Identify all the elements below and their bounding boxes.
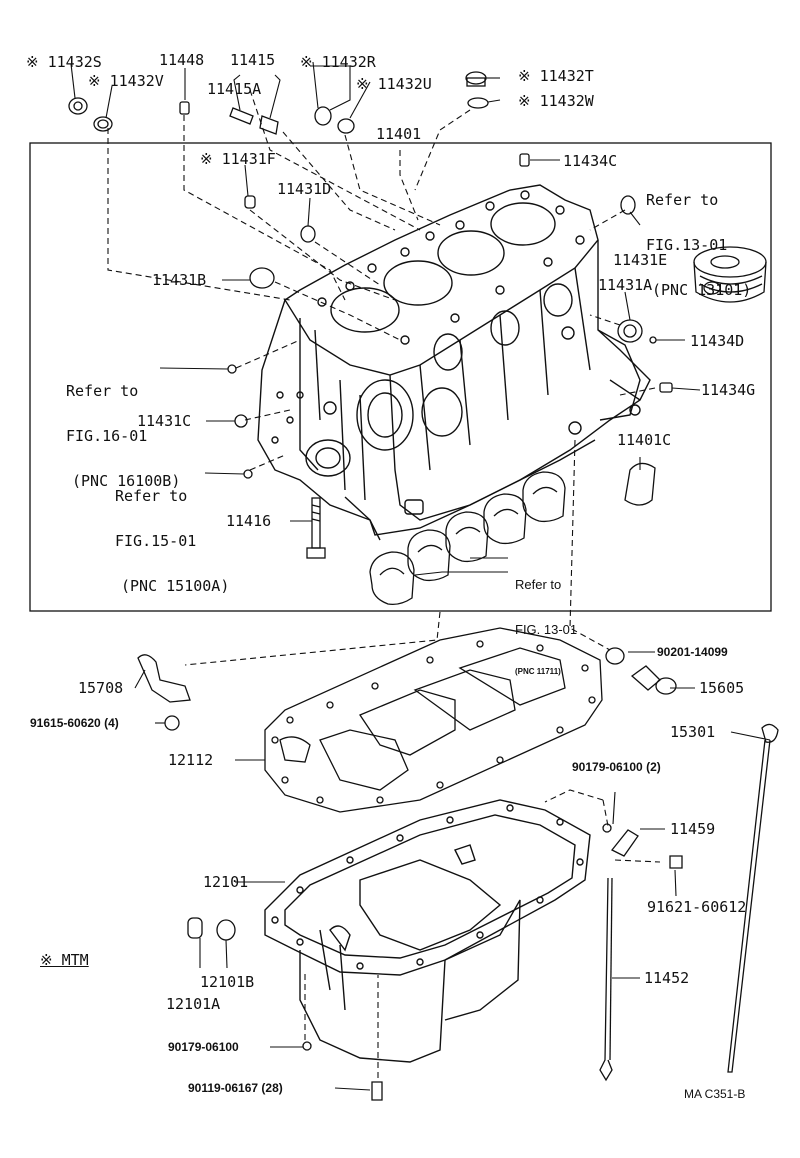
label-91615-60620: 91615-60620 (4) bbox=[30, 716, 119, 730]
figure-code: MA C351-B bbox=[684, 1087, 746, 1101]
label-11432U: ※ 11432U bbox=[356, 75, 432, 93]
label-11432W: ※ 11432W bbox=[518, 92, 594, 110]
label-11431E: 11431E bbox=[613, 251, 668, 269]
ref-line: FIG.16-01 bbox=[66, 427, 148, 445]
label-11401C: 11401C bbox=[617, 431, 672, 449]
label-11434C: 11434C bbox=[563, 152, 618, 170]
label-11432R: ※ 11432R bbox=[300, 53, 376, 71]
label-12101A: 12101A bbox=[166, 995, 221, 1013]
label-12101: 12101 bbox=[203, 873, 249, 891]
piston bbox=[693, 246, 767, 303]
label-11401: 11401 bbox=[376, 125, 422, 143]
label-11415: 11415 bbox=[230, 51, 276, 69]
label-12112: 12112 bbox=[168, 751, 214, 769]
cylinder-block bbox=[257, 184, 651, 541]
bolt-11416 bbox=[306, 497, 326, 559]
ref-line: (PNC 11711) bbox=[515, 667, 561, 676]
label-11431B: 11431B bbox=[152, 271, 207, 289]
label-90119-06167: 90119-06167 (28) bbox=[188, 1081, 283, 1095]
label-90179-06100: 90179-06100 bbox=[168, 1040, 239, 1054]
label-11416: 11416 bbox=[226, 512, 272, 530]
oil-strainer-pipe bbox=[137, 654, 191, 731]
ref-line: Refer to bbox=[66, 382, 139, 400]
ref-fig-16-01: Refer to FIG.16-01 (PNC 16100B) bbox=[66, 354, 180, 504]
dipstick-parts bbox=[599, 723, 779, 1082]
label-11448: 11448 bbox=[159, 51, 205, 69]
label-11432V: ※ 11432V bbox=[88, 72, 164, 90]
label-91621-60612: 91621-60612 bbox=[647, 898, 747, 916]
label-11459: 11459 bbox=[670, 820, 716, 838]
label-11415A: 11415A bbox=[207, 80, 262, 98]
label-11431F: ※ 11431F bbox=[200, 150, 276, 168]
label-11432S: ※ 11432S bbox=[26, 53, 102, 71]
ref-fig-15-01: Refer to FIG.15-01 (PNC 15100A) bbox=[115, 459, 229, 609]
block-group-frame bbox=[29, 142, 772, 612]
small-plugs bbox=[68, 71, 673, 479]
drain-plug-parts bbox=[187, 647, 677, 1101]
label-11434D: 11434D bbox=[690, 332, 745, 350]
ref-fig-13-01-bearing: Refer to FIG. 13-01 (PNC 11711) bbox=[515, 547, 577, 691]
ref-line: Refer to bbox=[515, 577, 562, 592]
label-11431A: 11431A bbox=[598, 276, 653, 294]
label-11434G: 11434G bbox=[701, 381, 756, 399]
oil-pan bbox=[264, 799, 591, 1063]
ref-line: FIG.15-01 bbox=[115, 532, 197, 550]
ref-fig-13-01-piston: Refer to FIG.13-01 (PNC 13101) bbox=[646, 163, 751, 313]
label-11431D: 11431D bbox=[277, 180, 332, 198]
label-12101B: 12101B bbox=[200, 973, 255, 991]
dashed-leaders bbox=[107, 89, 661, 1078]
ref-line: (PNC 16100B) bbox=[72, 472, 181, 490]
thrust-washer bbox=[624, 462, 656, 506]
crank-bearings bbox=[369, 462, 656, 606]
label-15301: 15301 bbox=[670, 723, 716, 741]
ref-line: Refer to bbox=[115, 487, 188, 505]
label-90179-06100-2: 90179-06100 (2) bbox=[572, 760, 661, 774]
label-11452: 11452 bbox=[644, 969, 690, 987]
label-15605: 15605 bbox=[699, 679, 745, 697]
label-15708: 15708 bbox=[78, 679, 124, 697]
ref-line: FIG. 13-01 bbox=[515, 622, 578, 637]
ref-line: (PNC 13101) bbox=[652, 281, 752, 299]
label-11432T: ※ 11432T bbox=[518, 67, 594, 85]
mtm-legend: ※ MTM bbox=[40, 951, 89, 969]
oil-pan-gasket bbox=[264, 627, 603, 813]
label-11431C: 11431C bbox=[137, 412, 192, 430]
ref-line: (PNC 15100A) bbox=[121, 577, 230, 595]
ref-line: Refer to bbox=[646, 191, 719, 209]
label-90201-14099: 90201-14099 bbox=[657, 645, 728, 659]
ref-line: FIG.13-01 bbox=[646, 236, 728, 254]
leader-lines bbox=[70, 61, 771, 1091]
